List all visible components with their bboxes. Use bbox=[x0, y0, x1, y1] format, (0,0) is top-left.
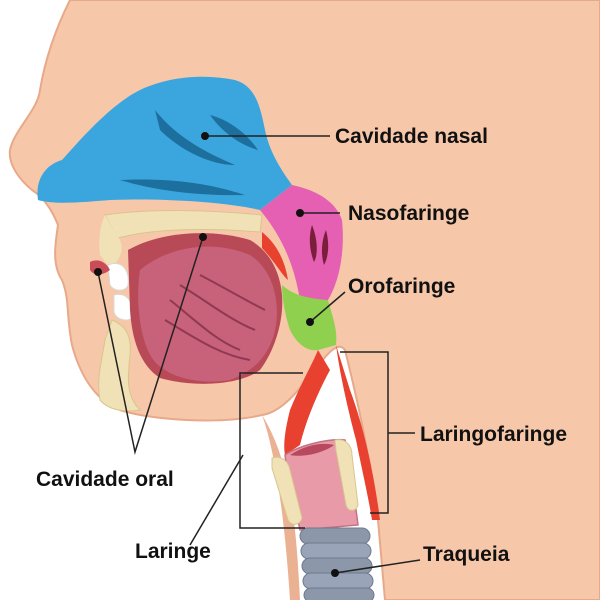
label-nasofaringe: Nasofaringe bbox=[348, 202, 470, 225]
label-traqueia: Traqueia bbox=[423, 543, 510, 566]
oropharynx-region bbox=[282, 285, 337, 351]
leader-cavidade-oral bbox=[97, 236, 204, 455]
turbinate-2 bbox=[210, 115, 258, 150]
leader-traqueia bbox=[334, 559, 421, 574]
tongue-texture-3 bbox=[179, 284, 256, 331]
label-laringofaringe: Laringofaringe bbox=[420, 423, 568, 446]
turbinate-3 bbox=[120, 179, 245, 196]
nasopharynx-fold-1 bbox=[309, 225, 317, 262]
tongue-texture-4 bbox=[199, 274, 266, 311]
pharynx-wall bbox=[284, 350, 330, 455]
nasopharynx-fold-2 bbox=[321, 230, 329, 265]
turbinate-1 bbox=[155, 110, 235, 165]
tongue-texture-1 bbox=[169, 299, 241, 351]
leader-lines bbox=[97, 135, 421, 574]
leader-orofaringe bbox=[309, 291, 346, 323]
dot-traqueia bbox=[331, 569, 339, 577]
trachea bbox=[299, 527, 375, 603]
nasal-cavity bbox=[37, 76, 293, 210]
tongue bbox=[138, 246, 277, 382]
dot-cavidade-nasal bbox=[201, 132, 209, 140]
esophagus-wall bbox=[336, 345, 380, 520]
dot-cavidade-oral-tongue bbox=[199, 233, 207, 241]
dot-nasofaringe bbox=[296, 209, 304, 217]
upper-tooth bbox=[107, 263, 129, 291]
hard-palate bbox=[104, 209, 263, 239]
lower-jaw-bone bbox=[98, 319, 142, 412]
label-dots bbox=[94, 132, 339, 577]
soft-palate bbox=[262, 232, 288, 280]
label-orofaringe: Orofaringe bbox=[348, 275, 456, 298]
tongue-texture-2 bbox=[164, 319, 251, 361]
dot-orofaringe bbox=[306, 318, 314, 326]
leader-laringe bbox=[189, 454, 244, 546]
bracket-laringe bbox=[239, 372, 305, 529]
thyroid-cartilage-front bbox=[271, 456, 303, 525]
thyroid-cartilage-back bbox=[334, 439, 359, 511]
epiglottis bbox=[290, 443, 334, 456]
label-cavidade-nasal: Cavidade nasal bbox=[335, 125, 488, 148]
neck-shade bbox=[262, 415, 300, 600]
upper-jaw-bone bbox=[99, 215, 122, 268]
label-cavidade-oral: Cavidade oral bbox=[36, 468, 174, 491]
dot-cavidade-oral-lips bbox=[94, 268, 102, 276]
label-laringe: Laringe bbox=[135, 540, 211, 563]
